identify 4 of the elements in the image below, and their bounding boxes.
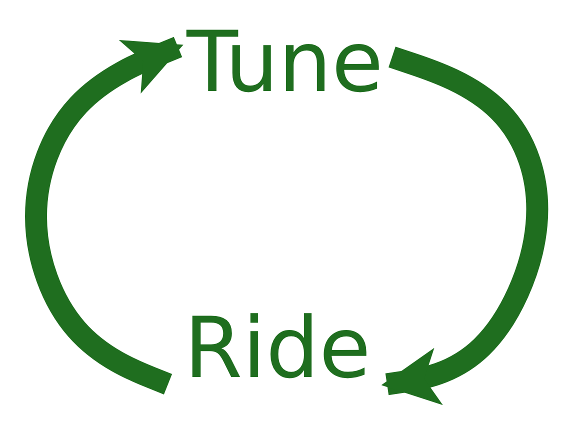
node-word: Tune [186, 20, 384, 104]
curved-arrow [381, 46, 548, 406]
node-word: Ride [184, 306, 371, 390]
curved-arrow [25, 36, 184, 394]
